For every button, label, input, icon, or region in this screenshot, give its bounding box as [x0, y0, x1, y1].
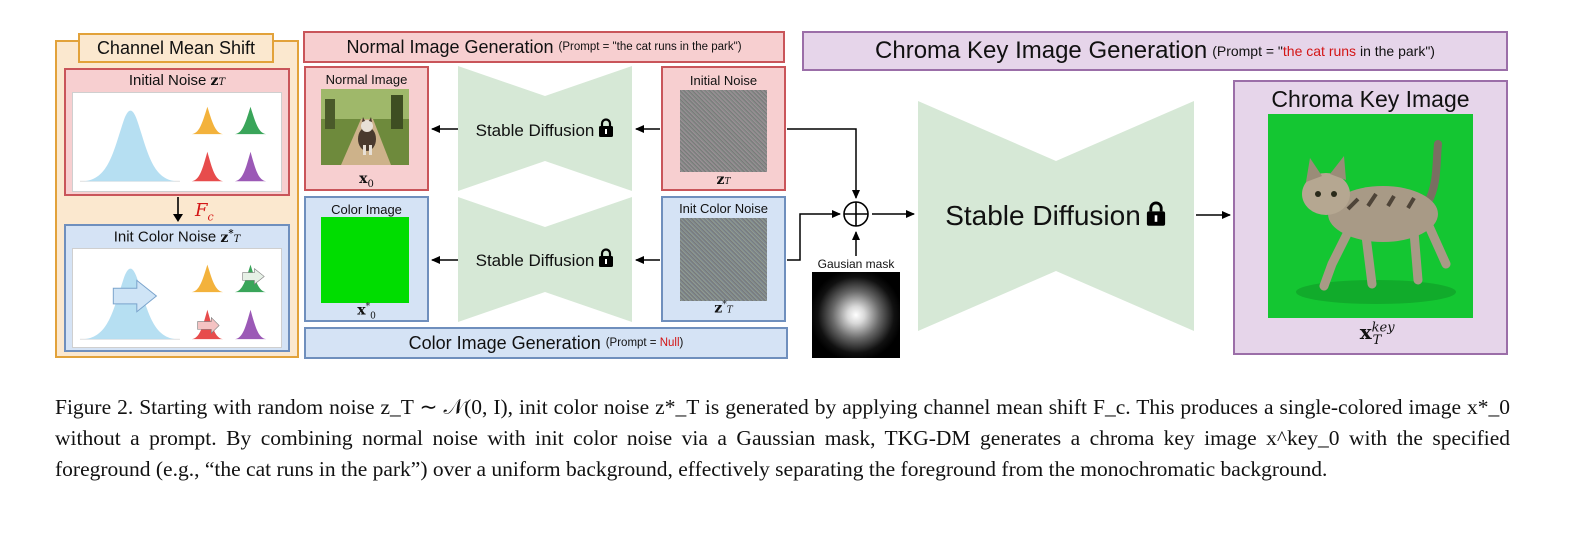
- chroma-generation-prompt: (Prompt = "the cat runs in the park"): [1212, 43, 1435, 59]
- normal-image-label: Normal Image: [325, 72, 408, 87]
- chroma-key-image-math: xkeyT: [1359, 320, 1395, 348]
- combine-plus-icon: [843, 201, 869, 227]
- lock-icon: [599, 248, 614, 267]
- chroma-stable-diffusion-label: Stable Diffusion: [918, 200, 1194, 232]
- shift-arrow: [173, 197, 183, 222]
- normal-image-thumbnail: [321, 89, 409, 165]
- initial-noise-image: [680, 90, 767, 172]
- color-image-label: Color Image: [331, 202, 402, 217]
- normal-generation-prompt: (Prompt = "the cat runs in the park"): [558, 41, 742, 53]
- lock-icon: [599, 118, 614, 137]
- init-color-noise-box-label: Init Color Noise: [679, 201, 768, 216]
- chroma-key-image-title: Chroma Key Image: [1271, 86, 1470, 112]
- color-stable-diffusion-shape: [458, 197, 632, 322]
- figure-caption: Figure 2. Starting with random noise z_T…: [55, 395, 1510, 481]
- init-color-noise-label: Init Color Noise: [113, 228, 217, 246]
- initial-noise-math: zT: [210, 73, 226, 89]
- normal-image-math: x0: [359, 171, 374, 190]
- init-color-noise-box-math: z*T: [714, 300, 733, 317]
- normal-stable-diffusion-shape: [458, 66, 632, 191]
- init-color-noise-histogram-title: Init Color Noise z*T: [64, 228, 290, 246]
- init-color-noise-math: z*T: [220, 228, 241, 246]
- chroma-generation-title-box: Chroma Key Image Generation (Prompt = "t…: [802, 31, 1508, 71]
- normal-stable-diffusion-label: Stable Diffusion: [450, 118, 640, 141]
- init-color-noise-image: [680, 218, 767, 301]
- normal-generation-title: Normal Image Generation: [346, 36, 554, 57]
- initial-noise-histogram-title: Initial Noise zT: [64, 72, 290, 89]
- initial-noise-box-math: zT: [716, 172, 731, 188]
- color-image-thumbnail: [321, 217, 409, 303]
- color-generation-title: Color Image Generation: [408, 332, 601, 353]
- channel-mean-shift-title-box: Channel Mean Shift: [78, 33, 274, 63]
- color-stable-diffusion-label: Stable Diffusion: [450, 248, 640, 271]
- color-generation-prompt: (Prompt = Null): [605, 337, 684, 349]
- lock-icon: [1146, 201, 1165, 226]
- gaussian-mask-label: Gausian mask: [817, 257, 895, 271]
- color-generation-title-box: Color Image Generation (Prompt = Null): [304, 327, 788, 359]
- channel-mean-shift-title: Channel Mean Shift: [96, 37, 256, 58]
- color-image-math: x*0: [357, 302, 376, 322]
- chroma-key-image-thumbnail: [1268, 114, 1473, 318]
- chroma-generation-title: Chroma Key Image Generation: [875, 37, 1208, 64]
- chroma-stable-diffusion-shape: [918, 101, 1194, 331]
- connector-arrows: [431, 125, 1231, 264]
- initial-noise-histogram-chart: [72, 92, 282, 192]
- shift-function-label: Fc: [195, 200, 214, 224]
- gaussian-mask-image: [812, 272, 900, 358]
- init-color-noise-histogram-chart: [72, 248, 282, 348]
- initial-noise-label: Initial Noise: [128, 72, 207, 89]
- normal-generation-title-box: Normal Image Generation (Prompt = "the c…: [303, 31, 785, 63]
- initial-noise-box-label: Initial Noise: [689, 73, 758, 88]
